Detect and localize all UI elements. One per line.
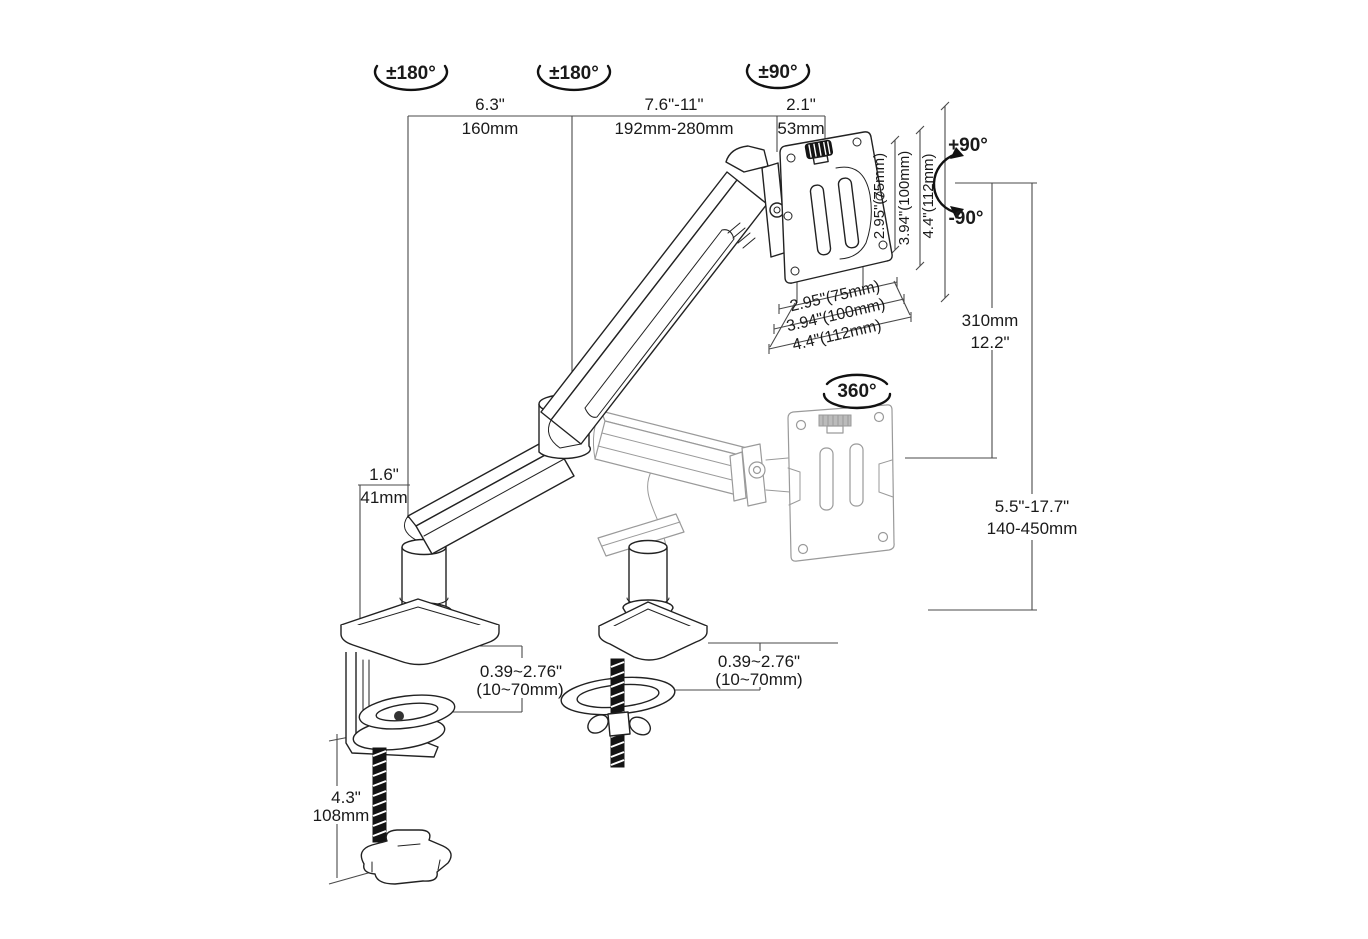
- dim-grommet-mm: (10~70mm): [715, 670, 802, 689]
- dim-front-arm-mm: 192mm-280mm: [614, 119, 733, 138]
- wing-nut: [587, 714, 609, 734]
- badge-vesa-rotation: 360°: [822, 373, 892, 410]
- ghost-knurled-knob: [818, 414, 852, 427]
- badge-base-swivel-label: ±180°: [386, 63, 436, 84]
- vesa-plate-front: [779, 131, 893, 284]
- lowered-arm-ghost: [593, 404, 895, 575]
- dim-grommet-inch: 0.39~2.76": [718, 652, 800, 671]
- head-hinge: [725, 145, 788, 258]
- dim-clamp-left-mm: (10~70mm): [476, 680, 563, 699]
- rotation-badges: ±180° ±180° ±90° 360° +90° -90°: [373, 62, 988, 410]
- clamp-pad-bolt: [394, 711, 404, 721]
- vesa-vertical-75: 2.95"(75mm): [871, 153, 888, 239]
- vesa-knurled-knob: [804, 139, 834, 165]
- desk-clamp-mount: [345, 652, 456, 885]
- badge-elbow-swivel-label: ±180°: [549, 63, 599, 84]
- tilt-arrow: +90° -90°: [932, 135, 988, 229]
- vesa-plate-rear-view: [787, 404, 895, 562]
- badge-base-swivel: ±180°: [373, 63, 449, 92]
- dim-rear-arm-mm: 160mm: [462, 119, 519, 138]
- dim-clamp-left-inch: 0.39~2.76": [480, 662, 562, 681]
- vesa-vertical-112: 4.4"(112mm): [920, 153, 937, 238]
- grommet-mount: [560, 658, 676, 768]
- tilt-up-label: +90°: [948, 135, 988, 156]
- dim-clamp-height-mm: 108mm: [313, 806, 370, 825]
- dim-head-mm: 53mm: [777, 119, 824, 138]
- dim-offset-inch: 1.6": [369, 465, 399, 484]
- dim-clamp-height-inch: 4.3": [331, 788, 361, 807]
- dim-head-inch: 2.1": [786, 95, 816, 114]
- badge-head-swivel-label: ±90°: [758, 62, 797, 83]
- dim-travel-mm: 310mm: [962, 311, 1019, 330]
- dim-travel-inch: 12.2": [970, 333, 1009, 352]
- tilt-down-label: -90°: [948, 208, 983, 229]
- left-base: [340, 538, 500, 666]
- dim-height-inch: 5.5"-17.7": [995, 497, 1069, 516]
- badge-elbow-swivel: ±180°: [536, 63, 612, 92]
- dimension-lines: [328, 101, 1037, 885]
- ghost-head-hinge: [729, 451, 747, 502]
- dim-rear-arm-inch: 6.3": [475, 95, 505, 114]
- clamp-star-knob: [360, 829, 452, 885]
- raised-arm: [403, 131, 893, 555]
- dimension-labels: 6.3" 160mm 7.6"-11" 192mm-280mm 2.1" 53m…: [313, 95, 1078, 825]
- upper-arm: [540, 171, 768, 449]
- badge-head-swivel: ±90°: [745, 62, 811, 90]
- dim-height-mm: 140-450mm: [987, 519, 1078, 538]
- dim-offset-mm: 41mm: [360, 488, 407, 507]
- badge-vesa-rotation-label: 360°: [837, 381, 876, 402]
- dim-front-arm-inch: 7.6"-11": [644, 95, 703, 114]
- vesa-vertical-100: 3.94"(100mm): [896, 151, 913, 246]
- right-base: [598, 539, 708, 661]
